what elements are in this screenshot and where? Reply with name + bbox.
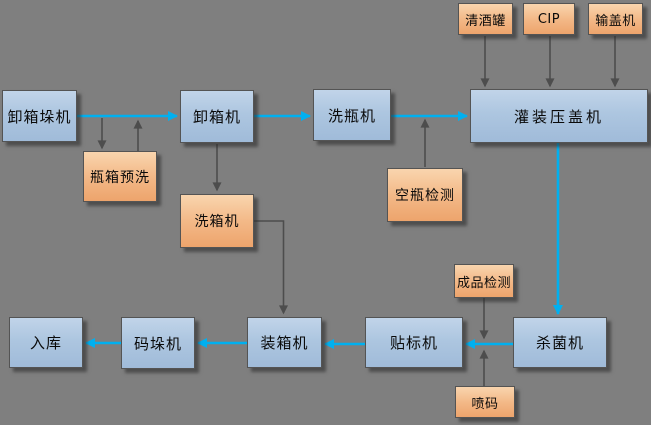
node-bottle-washer[interactable]: 洗瓶机 [313, 89, 391, 141]
node-crate-prewash[interactable]: 瓶箱预洗 [83, 151, 157, 202]
node-cip[interactable]: CIP [523, 3, 575, 35]
aux-crate-washer-to-case-packer [254, 220, 288, 315]
node-crate-washer[interactable]: 洗箱机 [180, 194, 254, 248]
node-finished-check[interactable]: 成品检测 [454, 264, 514, 298]
node-labeler[interactable]: 贴标机 [365, 317, 463, 368]
node-case-packer[interactable]: 装箱机 [247, 317, 322, 368]
node-filler-capper[interactable]: 灌装压盖机 [470, 89, 648, 143]
node-depalletizer[interactable]: 卸箱垛机 [2, 90, 77, 142]
node-clear-beer-tank[interactable]: 清酒罐 [458, 3, 513, 35]
node-palletizer[interactable]: 码垛机 [121, 317, 195, 369]
node-pasteurizer[interactable]: 杀菌机 [513, 317, 607, 368]
node-empty-bottle-check[interactable]: 空瓶检测 [387, 168, 463, 222]
node-warehousing[interactable]: 入库 [9, 317, 83, 368]
node-decrater[interactable]: 卸箱机 [180, 90, 254, 143]
node-cap-feeder[interactable]: 输盖机 [588, 3, 643, 35]
node-inkjet-coder[interactable]: 喷码 [455, 386, 515, 418]
